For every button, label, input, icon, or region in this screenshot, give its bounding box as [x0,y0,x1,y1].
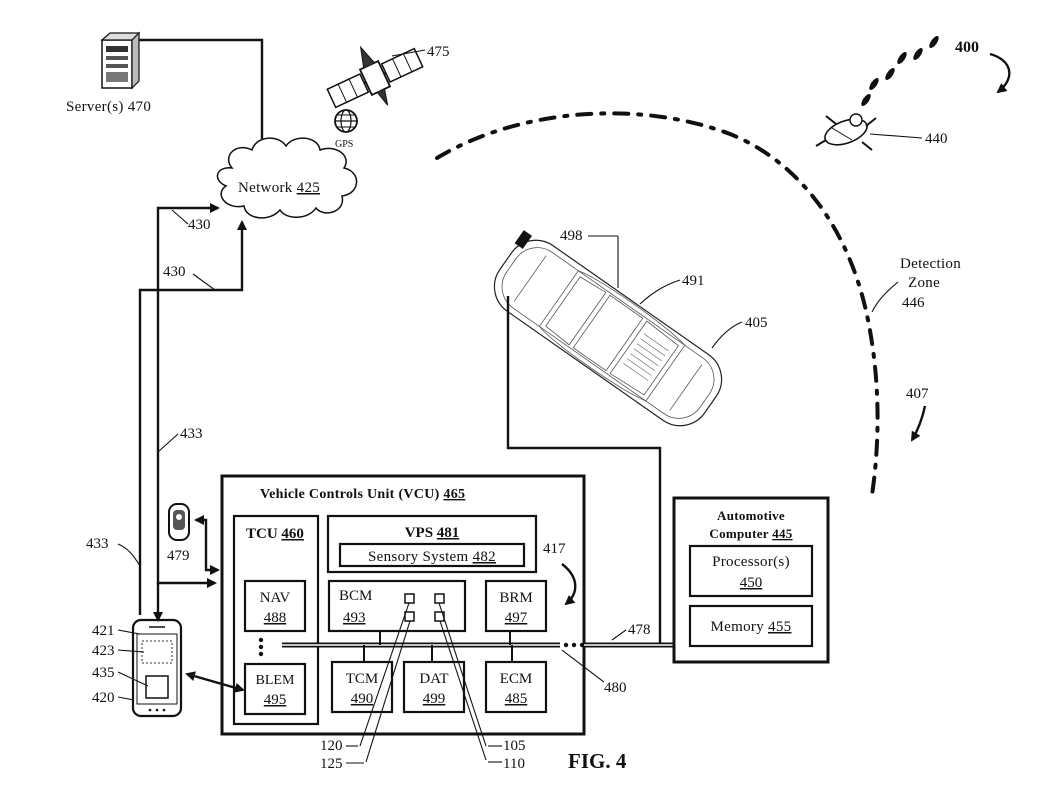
phone-ref-423: 423 [92,643,115,659]
brm-ref: 497 [505,610,528,626]
detection-zone-arc [435,111,880,497]
blem-title: BLEM [256,673,295,688]
mobile-device-icon [131,618,183,718]
bcm-ref: 493 [343,610,366,626]
link-ref-478: 478 [628,622,651,638]
nav-ref: 488 [264,610,287,626]
brm-box [484,579,548,633]
phone-ref-420: 420 [92,690,115,706]
tcu-ref: 460 [281,526,304,542]
blem-ref: 495 [264,692,287,708]
detection-zone-label-2: Zone [908,275,940,291]
svg-text:TCU 460: TCU 460 [246,526,304,542]
pedestrian-ref: 440 [925,131,948,147]
vehicle-icon [493,230,723,427]
ecm-title: ECM [500,671,533,687]
pedestrian-icon [815,113,877,151]
vehicle-ref-498: 498 [560,228,583,244]
svg-text:Computer 445: Computer 445 [709,526,792,541]
fob-ref: 479 [167,548,190,564]
processor-ref: 450 [740,575,763,591]
processor-box [688,544,814,598]
tcu-title: TCU [246,526,278,542]
satellite-ref: 475 [427,44,450,60]
svg-text:VPS 481: VPS 481 [405,525,460,541]
link-ref-433-b: 433 [86,536,109,552]
gps-label: GPS [335,139,353,150]
key-fob-icon [168,503,190,541]
svg-text:Sensory System 482: Sensory System 482 [368,549,496,565]
tcm-title: TCM [346,671,379,687]
vehicle-ref-405: 405 [745,315,768,331]
ecm-ref: 485 [505,691,528,707]
satellite-icon [326,45,424,109]
vehicle-ref-491: 491 [682,273,705,289]
ref-400: 400 [955,39,979,56]
network-label: Network [238,180,293,196]
phone-ref-421: 421 [92,623,115,639]
chip-ref-125: 125 [320,756,343,772]
gps-globe-icon [334,109,358,133]
brm-title: BRM [499,590,532,606]
memory-box [688,604,814,648]
svg-text:Vehicle Controls Unit (VCU) 46: Vehicle Controls Unit (VCU) 465 [260,487,465,502]
network-ref: 425 [297,180,320,196]
dat-title: DAT [419,671,448,687]
vcu-title: Vehicle Controls Unit (VCU) [260,487,440,502]
memory-ref: 455 [768,619,791,635]
server-label: Server(s) 470 [66,99,151,115]
tcm-ref: 490 [351,691,374,707]
vcu-ref: 465 [443,487,465,502]
figure-label: FIG. 4 [568,749,627,773]
link-ref-430-a: 430 [188,217,211,233]
nav-box [243,579,307,633]
ecm-box [484,660,548,714]
svg-text:Network 425: Network 425 [238,180,320,196]
memory-title: Memory [711,619,765,635]
detection-zone-ref: 446 [902,295,925,311]
tcm-box [330,660,394,714]
footprints-icon [861,36,939,106]
link-ref-480: 480 [604,680,627,696]
dat-box [402,660,466,714]
auto-computer-ref: 445 [772,526,793,541]
bcm-box [327,579,467,633]
ref-407: 407 [906,386,929,402]
sensory-ref: 482 [473,549,496,565]
auto-computer-line2: Computer [709,526,768,541]
processor-title: Processor(s) [712,554,790,570]
vps-ref: 481 [437,525,460,541]
detection-zone-label-1: Detection [900,256,961,272]
chip-ref-110: 110 [503,756,525,772]
blem-box [243,662,307,716]
vps-title: VPS [405,525,433,541]
link-ref-433-a: 433 [180,426,203,442]
nav-title: NAV [260,590,291,606]
link-ref-417: 417 [543,541,566,557]
sensory-title: Sensory System [368,549,468,565]
phone-ref-435: 435 [92,665,115,681]
server-icon [100,31,141,90]
svg-text:Memory 455: Memory 455 [711,619,792,635]
chip-ref-105: 105 [503,738,526,754]
network-cloud [216,137,358,219]
auto-computer-line1: Automotive [717,508,785,523]
link-ref-430-b: 430 [163,264,186,280]
sensory-box [338,542,526,568]
bcm-title: BCM [339,588,372,604]
dat-ref: 499 [423,691,446,707]
chip-ref-120: 120 [320,738,343,754]
